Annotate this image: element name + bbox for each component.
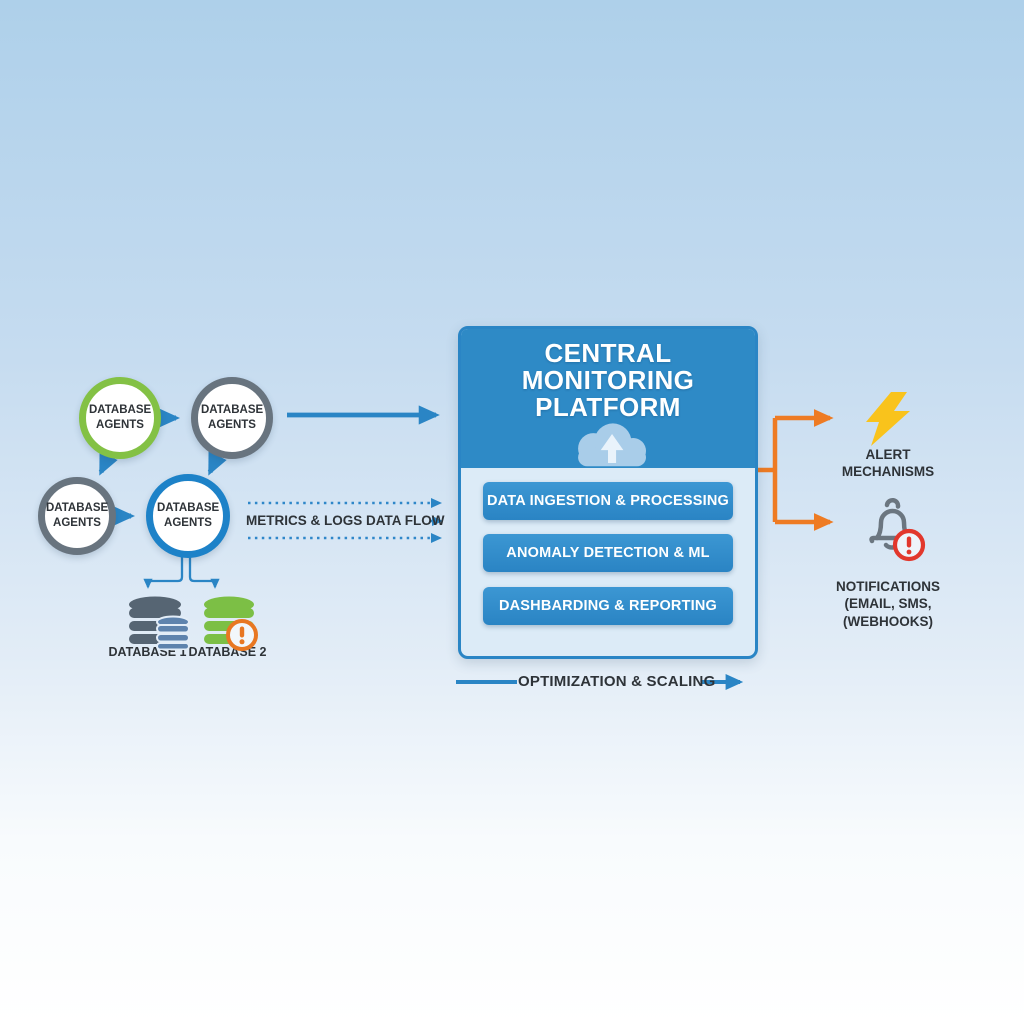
optimization-scaling-label: OPTIMIZATION & SCALING [518,673,716,690]
module-data-ingestion: DATA INGESTION & PROCESSING [483,482,733,520]
agent-circle-4: DATABASE AGENTS [146,474,230,558]
platform-header: CENTRAL MONITORING PLATFORM [461,329,755,468]
arrow-agent2-to-agent4 [207,451,227,476]
database-warning-icon [204,596,258,651]
arrow-agent1-to-agent3 [98,451,118,476]
agent-label: DATABASE AGENTS [89,404,152,431]
module-dashboarding: DASHBARDING & REPORTING [483,587,733,625]
module-anomaly-detection: ANOMALY DETECTION & ML [483,534,733,572]
orange-connector [757,418,778,522]
agent-label: DATABASE AGENTS [157,502,220,529]
agent-circle-1: DATABASE AGENTS [79,377,161,459]
alert-badge-icon [892,528,926,562]
metrics-flow-label: METRICS & LOGS DATA FLOW [246,513,445,528]
central-monitoring-platform: CENTRAL MONITORING PLATFORM DATA INGESTI… [458,326,758,659]
alert-mechanisms-label: ALERT MECHANISMS [841,447,935,480]
bell-alert-icon [869,497,926,562]
agent-label: DATABASE AGENTS [46,502,109,529]
database-stack-icon [129,596,190,650]
warning-badge-icon [226,619,258,651]
agent-circle-2: DATABASE AGENTS [191,377,273,459]
upload-arrow-icon [600,434,624,464]
agent-label: DATABASE AGENTS [201,404,264,431]
notifications-label: NOTIFICATIONS (EMAIL, SMS, (WEBHOOKS) [836,579,940,629]
cloud-upload-icon [578,423,647,467]
lightning-bolt-icon [866,392,910,446]
agent-circle-3: DATABASE AGENTS [38,477,116,555]
platform-title: CENTRAL MONITORING PLATFORM [521,338,695,423]
